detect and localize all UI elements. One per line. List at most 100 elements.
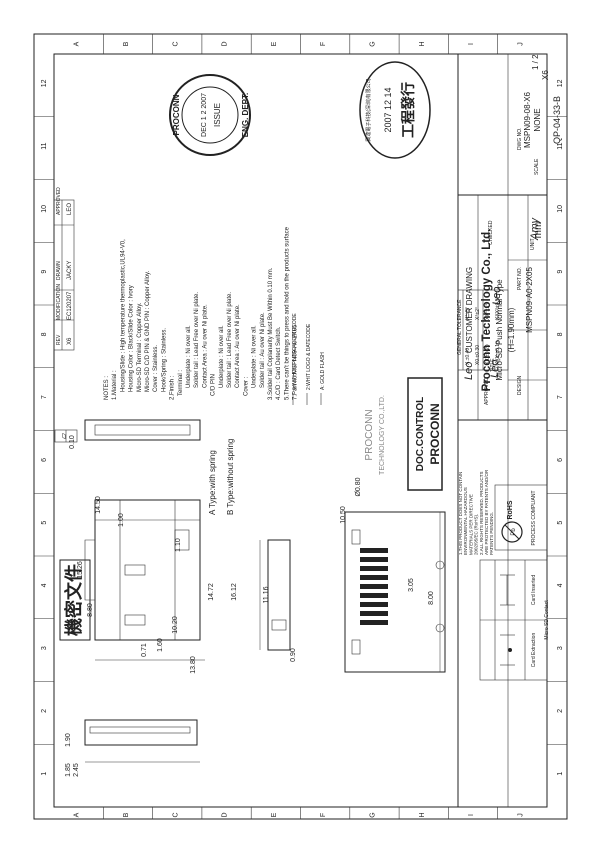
process-compliant-label: PROCESS COMPLIANT [531, 490, 537, 545]
contact-pads [351, 529, 388, 655]
note-line-12: Contact Area : Au over Ni plate. [202, 304, 208, 388]
contact-pad [360, 566, 388, 571]
zone-row-E-bottom: E [271, 812, 278, 817]
revision-value: X6 [541, 70, 550, 80]
zone-col-10-left: 10 [41, 205, 48, 213]
legend-line-2: A: GOLD FLASH [320, 352, 326, 390]
zone-col-7-left: 7 [41, 395, 48, 399]
note-line-8: 2.Finish : [170, 375, 176, 400]
zone-col-4-right: 4 [557, 583, 564, 587]
flatness-callout: ▱ [54, 429, 78, 443]
customer-signature: Leo [463, 362, 475, 380]
sheet-outer-border [33, 33, 568, 820]
zone-col-2-right: 2 [557, 709, 564, 713]
drawing-title-line2: (H=1.90mm) [507, 307, 516, 352]
revision-header-2: DRAWN [56, 261, 62, 280]
check-signature: Leo [491, 287, 503, 305]
dim-d4: 15.26 [77, 561, 84, 579]
scale-label: SCALE [534, 158, 540, 175]
design-signature: Amy [529, 217, 541, 242]
revision-cell-1: EC120207 [67, 291, 73, 320]
zone-col-7-right: 7 [557, 395, 564, 399]
tolerance-linear-3: XXX.±0.10 [495, 341, 501, 365]
engineering-issued-text: 工程發行 [400, 82, 416, 138]
note-line-2: Housing/Slide : High temperature thermop… [120, 239, 126, 392]
zone-col-8-left: 8 [41, 332, 48, 336]
flatness-symbol: ▱ [59, 432, 68, 439]
note-line-6: Cover : Stainless. [153, 345, 159, 392]
contact-pad [360, 557, 388, 562]
switch-symbol-extraction [500, 634, 515, 666]
title-block-frame [457, 53, 548, 808]
zone-row-C-top: C [172, 41, 179, 46]
tolerance-linear-1: X0.±0.30 [475, 345, 481, 365]
title-block: Proconn Technology Co., Ltd. TITLE Micro… [457, 53, 562, 808]
tolerance-angular-3: XXX°±0.5° [495, 296, 501, 320]
zone-col-11-right: 11 [557, 142, 564, 149]
zone-row-D-bottom: D [222, 812, 229, 817]
zone-row-B-bottom: B [123, 812, 130, 817]
design-label: DESIGN [517, 375, 523, 395]
dim-d13: 0.90 [290, 648, 297, 662]
dim-d5: 8.80 [87, 603, 94, 617]
contact-pad [360, 620, 388, 625]
card-extraction-header: Card Extraction [531, 633, 537, 668]
dim-d2: 1.00 [118, 513, 125, 527]
unit-label: UNIT [530, 238, 536, 250]
zone-col-5-left: 5 [41, 521, 48, 525]
zone-col-6-right: 6 [557, 458, 564, 462]
tolerance-header: GENERAL TOLERANCE [457, 299, 463, 355]
note-line-19: Solder tail : Au over Ni plate. [260, 312, 266, 388]
end-view-outline [84, 419, 201, 441]
unit-value: mm [533, 222, 544, 239]
notes-block: NOTES :1.Material :Housing/Slide : High … [104, 226, 299, 400]
dim-d15: 1.90 [65, 733, 72, 747]
zone-row-F-top: F [320, 42, 327, 46]
faded-stamp-line2: TECHNOLOGY CO.,LTD. [379, 395, 386, 475]
zone-col-9-right: 9 [557, 270, 564, 274]
legend-line-0: 0:WITHOUT LOGO & DATECODE [292, 313, 298, 390]
contact-pad [360, 611, 388, 616]
zone-col-12-right: 12 [557, 79, 564, 87]
card-inserted-header: Card Inserted [531, 575, 537, 606]
pb-label: Pb [511, 528, 517, 536]
revision-cell-3: LEO [67, 203, 73, 215]
revision-cell-0: X6 [67, 337, 73, 345]
contact-pad [360, 548, 388, 553]
tolerance-angular-1: X°±2° [475, 307, 481, 320]
note-line-11: Solder tail : Lead Free over Ni plate. [194, 292, 200, 388]
part-code-legend: 0:WITHOUT LOGO & DATECODE 2:WHIT LOGO & D… [292, 313, 326, 405]
zone-row-A-top: A [74, 41, 81, 46]
dim-d17: 2.45 [73, 763, 80, 777]
dim-d9: 13.80 [190, 656, 197, 674]
company-cn-stamp: 寶達電子科技(深圳)有限公司 [365, 78, 372, 141]
connector-side-view [84, 719, 200, 763]
revision-header-1: MODIFICATION [56, 284, 62, 320]
zone-row-H-bottom: H [419, 812, 426, 817]
title-label: TITLE [490, 358, 496, 372]
eng-stamp-line2: ENG. DEPT. [241, 93, 250, 137]
zone-row-I-top: I [468, 43, 475, 45]
note-line-17: Cover : [243, 376, 249, 396]
contact-pad [360, 593, 388, 598]
zone-row-G-bottom: G [369, 812, 376, 817]
zone-row-G-top: G [369, 41, 376, 46]
zone-col-3-left: 3 [41, 646, 48, 650]
dim-d20: 3.05 [408, 578, 415, 592]
form-number: QP-04-33-B [552, 96, 562, 144]
side-view-outline [84, 719, 198, 746]
dim-d6: 0.71 [141, 643, 148, 657]
tolerance-linear-2: XX.±0.20 [485, 344, 491, 365]
partno-label: PART NO. [517, 267, 523, 290]
revision-cell-2: JACKY [67, 261, 73, 280]
profile-view-outline [267, 539, 291, 651]
legend-line-1: 2:WHIT LOGO & DATECODE [306, 323, 312, 390]
zone-col-6-left: 6 [41, 458, 48, 462]
zone-row-C-bottom: C [172, 812, 179, 817]
eng-stamp-issue: ISSUE [213, 103, 222, 127]
dim-d3: 1.10 [175, 538, 182, 552]
zone-row-D-top: D [222, 41, 229, 46]
